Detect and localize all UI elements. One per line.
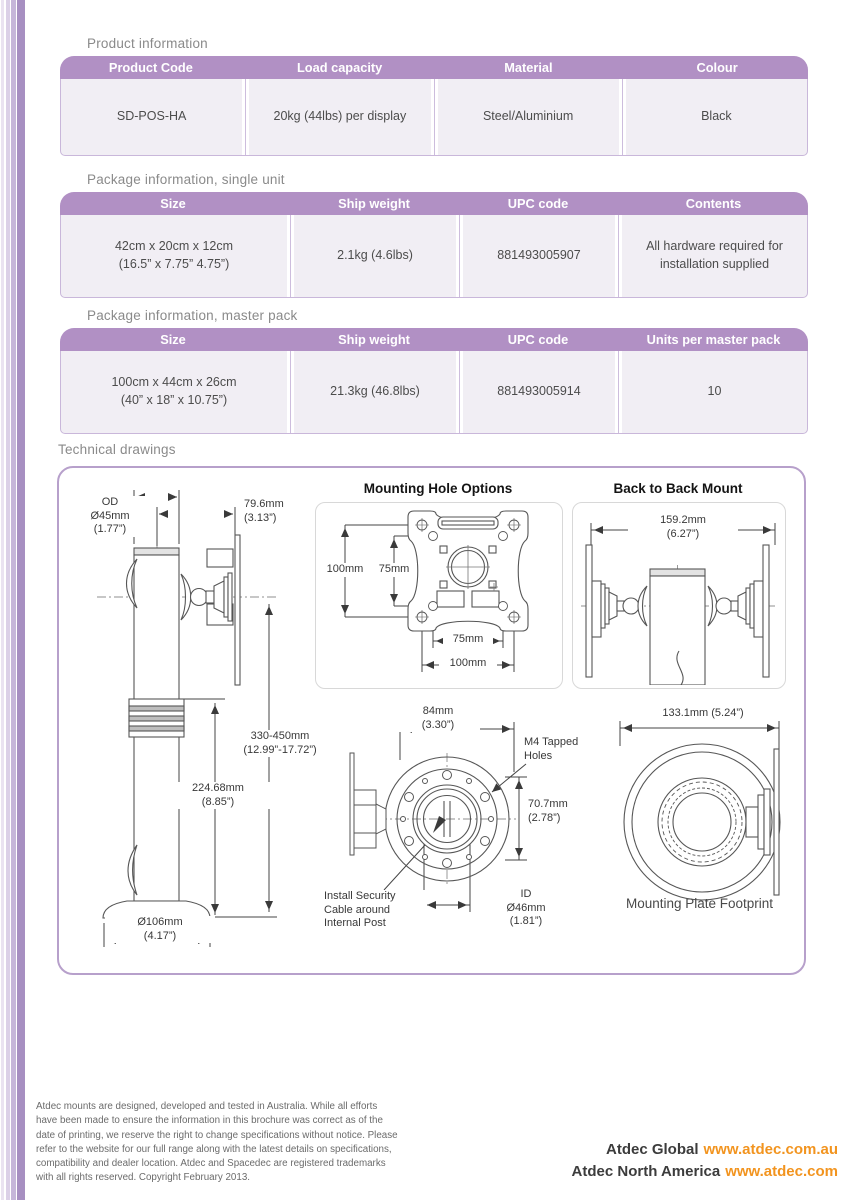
column-divider <box>615 215 622 297</box>
column-header: Load capacity <box>296 60 383 75</box>
vesa-drawing <box>341 510 529 672</box>
legal-text: Atdec mounts are designed, developed and… <box>36 1101 398 1184</box>
column-header: Ship weight <box>338 196 410 211</box>
table-cell: 20kg (44lbs) per display <box>273 109 407 124</box>
column-divider <box>455 192 462 215</box>
section-heading-package-single: Package information, single unit <box>87 172 285 187</box>
section-heading-technical: Technical drawings <box>58 442 176 457</box>
section-heading-package-master: Package information, master pack <box>87 308 298 323</box>
table-header-row: Size Ship weight UPC code Contents <box>60 192 808 215</box>
column-divider <box>431 56 438 79</box>
package-single-table: Size Ship weight UPC code Contents 42cm … <box>60 192 808 298</box>
column-header: Ship weight <box>338 332 410 347</box>
column-divider <box>287 215 294 297</box>
column-divider <box>430 79 438 155</box>
atdec-na-label: Atdec North America <box>571 1162 721 1180</box>
column-header: Size <box>160 196 186 211</box>
decorative-stripe <box>6 0 10 1200</box>
column-divider <box>456 215 463 297</box>
atdec-global-url[interactable]: www.atdec.com.au <box>703 1141 838 1158</box>
decorative-stripe <box>17 0 25 1200</box>
column-divider <box>287 351 294 433</box>
package-master-table: Size Ship weight UPC code Units per mast… <box>60 328 808 434</box>
table-cell: 42cm x 20cm x 12cm (16.5” x 7.75” 4.75”) <box>114 239 234 271</box>
decorative-stripe <box>11 0 16 1200</box>
column-divider <box>614 192 621 215</box>
table-row: 100cm x 44cm x 26cm (40” x 18” x 10.75”)… <box>60 351 808 434</box>
column-header: UPC code <box>507 196 569 211</box>
dim-label-vesa-75v: 75mm <box>371 563 417 577</box>
dim-label-footprint-width: 133.1mm (5.24”) <box>637 707 769 721</box>
table-cell: 10 <box>707 384 722 399</box>
circular-plate-drawing <box>349 722 527 912</box>
column-header: Contents <box>685 196 742 211</box>
pole-drawing <box>97 490 279 947</box>
column-header: Units per master pack <box>646 332 781 347</box>
decorative-stripe <box>1 0 4 1200</box>
dim-label-vesa-100h: 100mm <box>439 657 497 671</box>
column-header: UPC code <box>507 332 569 347</box>
technical-drawings-panel: OD Ø45mm (1.77”) 79.6mm (3.13”) 330-450m… <box>57 466 806 975</box>
column-divider <box>619 56 626 79</box>
b2b-drawing <box>581 523 776 685</box>
label-security-cable: Install Security Cable around Internal P… <box>323 890 427 931</box>
vesa-drawing-frame <box>315 502 563 689</box>
drawing-title-mounting-holes: Mounting Hole Options <box>363 481 513 496</box>
atdec-global-label: Atdec Global <box>606 1141 699 1158</box>
table-cell: SD-POS-HA <box>116 109 187 124</box>
table-cell: Steel/Aluminium <box>482 109 574 124</box>
dim-label-pole-height: 224.68mm (8.85”) <box>159 782 277 809</box>
column-divider <box>286 328 293 351</box>
footprint-caption: Mounting Plate Footprint <box>625 896 774 911</box>
column-divider <box>242 56 249 79</box>
center-arrow <box>433 816 446 833</box>
footprint-drawing <box>619 721 781 901</box>
column-header: Material <box>504 60 553 75</box>
dim-label-circ-84: 84mm (3.30”) <box>396 705 480 732</box>
section-heading-product-info: Product information <box>87 36 208 51</box>
dim-label-pole-offset: 79.6mm (3.13”) <box>243 498 319 525</box>
column-divider <box>455 328 462 351</box>
column-divider <box>242 79 250 155</box>
atdec-na-url[interactable]: www.atdec.com <box>725 1162 838 1180</box>
column-header: Size <box>160 332 186 347</box>
dim-label-vesa-75h: 75mm <box>443 633 493 647</box>
table-header-row: Size Ship weight UPC code Units per mast… <box>60 328 808 351</box>
column-divider <box>286 192 293 215</box>
column-divider <box>615 351 622 433</box>
dim-label-pole-range: 330-450mm (12.99”-17.72”) <box>219 730 341 757</box>
column-divider <box>456 351 463 433</box>
table-row: 42cm x 20cm x 12cm (16.5” x 7.75” 4.75”)… <box>60 215 808 298</box>
dim-label-circ-id: ID Ø46mm (1.81”) <box>487 888 565 929</box>
column-divider <box>618 79 626 155</box>
table-header-row: Product Code Load capacity Material Colo… <box>60 56 808 79</box>
dim-label-b2b-width: 159.2mm (6.27”) <box>628 514 738 541</box>
dim-label-pole-od: OD Ø45mm (1.77”) <box>75 496 145 537</box>
dim-label-vesa-100v: 100mm <box>319 563 371 577</box>
table-cell: Black <box>701 109 732 124</box>
table-cell: 881493005907 <box>497 248 581 263</box>
table-cell: 21.3kg (46.8lbs) <box>330 384 420 399</box>
table-cell: 100cm x 44cm x 26cm (40” x 18” x 10.75”) <box>111 375 237 407</box>
column-header: Colour <box>696 60 738 75</box>
column-divider <box>614 328 621 351</box>
dim-label-pole-base: Ø106mm (4.17”) <box>105 916 215 943</box>
table-cell: 881493005914 <box>497 384 581 399</box>
dim-label-circ-707: 70.7mm (2.78”) <box>527 798 601 825</box>
table-cell: All hardware required for installation s… <box>646 239 783 271</box>
column-header: Product Code <box>108 60 193 75</box>
table-row: SD-POS-HA 20kg (44lbs) per display Steel… <box>60 79 808 156</box>
product-info-table: Product Code Load capacity Material Colo… <box>60 56 808 156</box>
label-m4-tapped-holes: M4 Tapped Holes <box>523 736 605 763</box>
table-cell: 2.1kg (4.6lbs) <box>337 248 413 263</box>
drawing-title-back-to-back: Back to Back Mount <box>613 481 743 496</box>
